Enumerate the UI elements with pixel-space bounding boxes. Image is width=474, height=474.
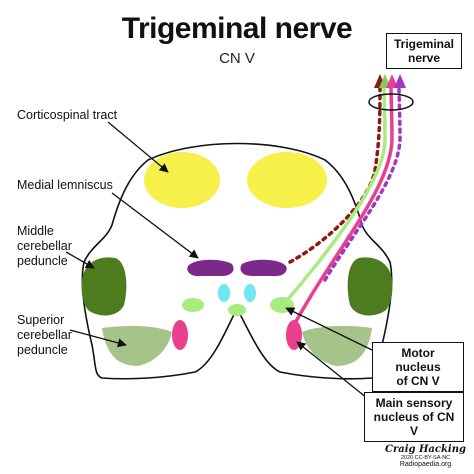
label-line: peduncle (17, 254, 68, 268)
leader-superior-cerebellar (69, 329, 127, 348)
nerve-fiber-brown-dotted (288, 83, 382, 264)
label-line: peduncle (17, 343, 68, 357)
arrowhead-purple (394, 74, 406, 88)
label-corticospinal-tract: Corticospinal tract (17, 108, 118, 122)
fourth-ventricle-left (218, 284, 230, 302)
fourth-ventricle-right (244, 284, 256, 302)
trigeminal-nerve-box: Trigeminal nerve (386, 33, 462, 69)
middle-cerebellar-peduncle-left (81, 257, 127, 316)
credit: Craig Hacking 2020 CC-BY-SA-NC Radiopaed… (385, 444, 466, 468)
credit-signature: Craig Hacking (385, 444, 466, 455)
credit-license: 2020 CC-BY-SA-NC (400, 455, 451, 461)
credit-site: Radiopaedia.org (399, 461, 452, 468)
corticospinal-tract-right (247, 152, 327, 208)
label-middle-cerebellar-peduncle: Middle cerebellar peduncle (17, 224, 72, 269)
nerve-bundle-ring (368, 93, 414, 111)
superior-cerebellar-peduncle-right (302, 325, 372, 366)
label-superior-cerebellar-peduncle: Superior cerebellar peduncle (17, 313, 72, 358)
label-line: cerebellar (17, 239, 72, 253)
leader-middle-cerebellar (65, 251, 95, 269)
box-line: nucleus of CN V (373, 410, 455, 438)
leader-main-sensory (296, 341, 373, 403)
main-sensory-nucleus-left (172, 320, 188, 350)
label-line: Superior (17, 313, 65, 327)
superior-cerebellar-peduncle-left (102, 325, 172, 366)
midline-green (228, 304, 246, 316)
box-line: Motor nucleus (395, 346, 441, 374)
box-line: Main sensory (375, 396, 453, 410)
medial-lemniscus-right (240, 259, 287, 277)
box-line: of CN V (396, 374, 440, 388)
nerve-fiber-light-green (282, 84, 387, 306)
label-line: Middle (17, 224, 54, 238)
corticospinal-tract-left (144, 152, 220, 208)
middle-cerebellar-peduncle-right (347, 257, 393, 316)
box-line: Trigeminal (393, 37, 455, 51)
leader-medial-lemniscus (111, 192, 199, 259)
leader-motor-nucleus (285, 307, 373, 351)
leader-corticospinal (107, 121, 169, 173)
arrowhead-pink (386, 74, 398, 88)
label-line: cerebellar (17, 328, 72, 342)
central-green-left (182, 298, 204, 312)
page-title: Trigeminal nerve (121, 12, 353, 45)
main-sensory-nucleus-box: Main sensory nucleus of CN V (364, 392, 464, 442)
label-medial-lemniscus: Medial lemniscus (17, 178, 113, 192)
medial-lemniscus-left (187, 259, 234, 277)
box-line: nerve (407, 51, 441, 65)
nerve-fiber-pink (292, 84, 394, 326)
motor-nucleus-box: Motor nucleus of CN V (372, 342, 464, 392)
page-subtitle: CN V (219, 50, 255, 67)
nerve-fiber-purple-dotted (323, 83, 402, 282)
